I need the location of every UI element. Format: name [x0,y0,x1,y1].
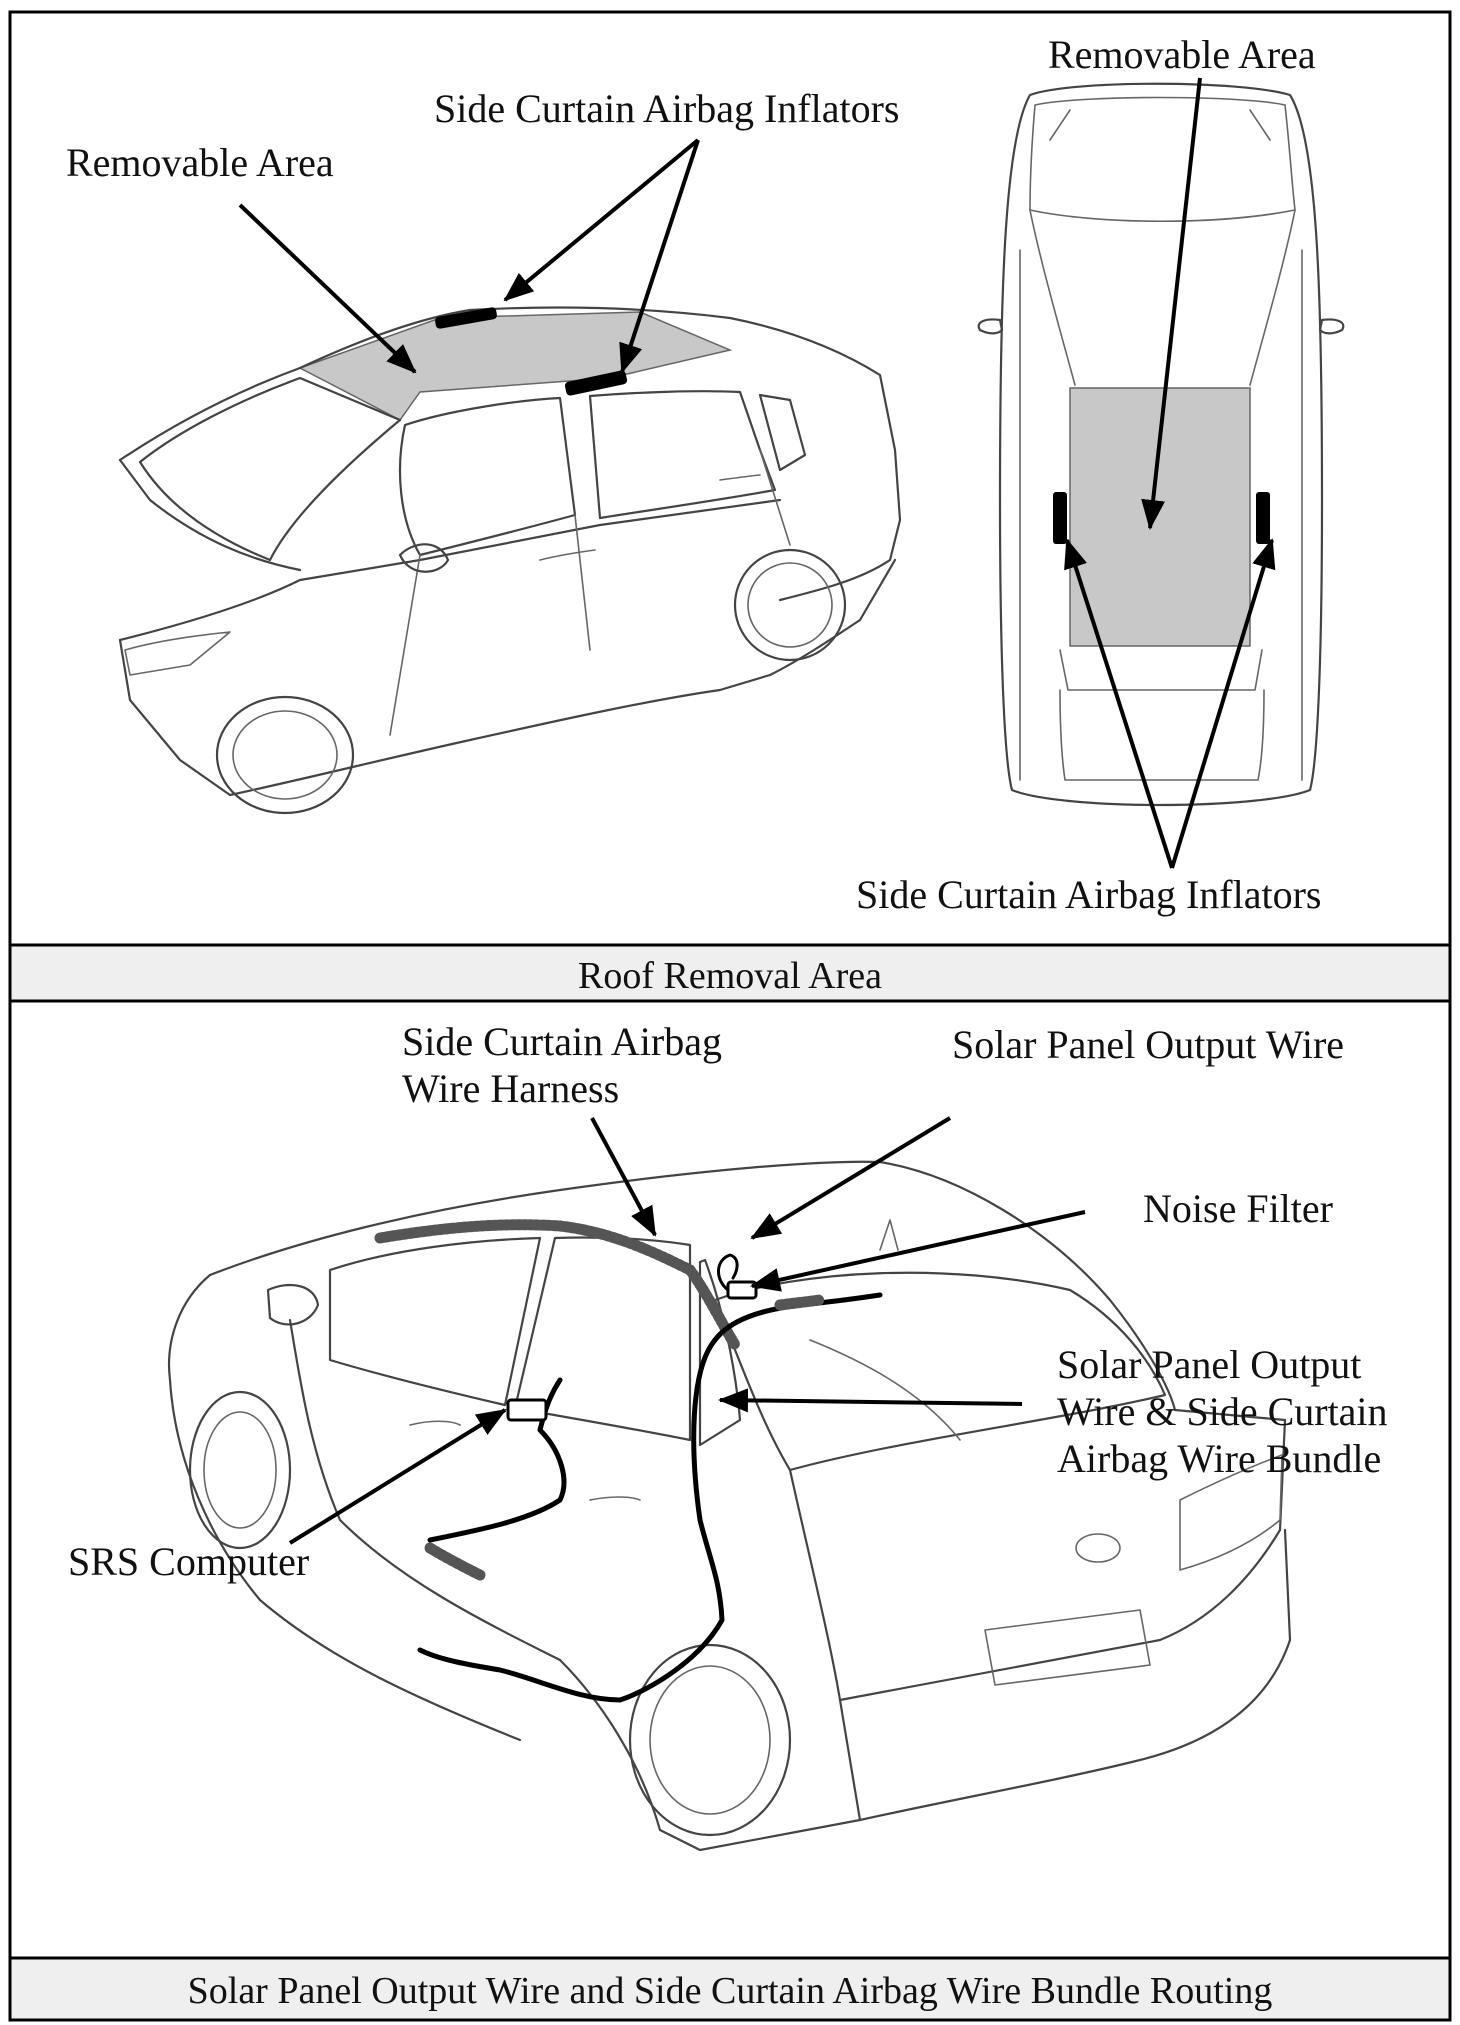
caption-bar-bottom [8,1956,1452,2022]
airbag-wire-harness [374,1219,741,1351]
arrow-inflator-right [1170,538,1276,869]
label-removable-area-left: Removable Area [66,140,334,185]
arrow-wire-bundle [718,1388,1023,1413]
arrow-inflator-rear [619,139,700,374]
label-solar-output-wire: Solar Panel Output Wire [952,1022,1344,1067]
label-removable-area-right: Removable Area [1048,32,1316,77]
arrow-removable-area-top [1141,77,1202,530]
srs-computer-box [506,1398,548,1422]
noise-filter-lead [717,1253,739,1292]
inflator-bar-left [1053,492,1067,544]
label-bundle-line1: Solar Panel Output [1057,1342,1361,1387]
solar-panel-wire-end [774,1294,826,1311]
caption-roof-removal-area: Roof Removal Area [578,955,882,997]
car-side-perspective [118,306,902,815]
caption-bar-top [8,943,1452,1003]
wire-bundle-routing [417,1337,725,1703]
srs-computer-connector [424,1542,486,1581]
caption-wire-routing: Solar Panel Output Wire and Side Curtain… [188,1970,1273,2012]
label-harness-line2: Wire Harness [402,1066,619,1111]
label-inflators-top: Side Curtain Airbag Inflators [434,86,899,131]
label-noise-filter: Noise Filter [1143,1186,1333,1231]
arrow-srs-computer [288,1408,507,1545]
arrow-harness [590,1117,657,1237]
arrow-removable-area-side [238,203,417,374]
car-rear-perspective [168,1160,1292,1852]
inflator-bar-right [1256,492,1270,544]
arrow-solar-output-wire [750,1116,952,1240]
inflator-bar-front [435,307,497,329]
label-bundle-line3: Airbag Wire Bundle [1057,1436,1381,1481]
label-inflators-bottom: Side Curtain Airbag Inflators [856,872,1321,917]
arrow-inflator-front [503,138,700,302]
label-harness-line1: Side Curtain Airbag [402,1019,722,1064]
label-srs-computer: SRS Computer [68,1539,309,1584]
arrow-noise-filter [750,1210,1086,1292]
removable-area-side [298,311,733,421]
inflator-bar-rear [564,370,628,396]
arrow-inflator-left [1064,538,1174,869]
label-bundle-line2: Wire & Side Curtain [1057,1389,1388,1434]
